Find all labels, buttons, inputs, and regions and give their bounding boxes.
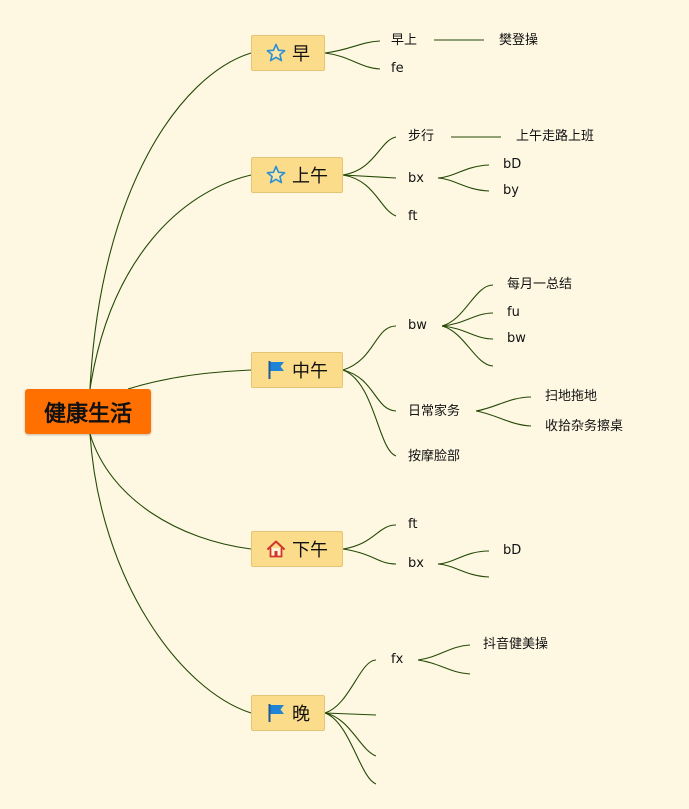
branch-label: 上午 [292,166,328,187]
flag-icon [266,360,286,380]
branch-label: 下午 [292,540,328,561]
connector-line [342,548,397,565]
connector-line [89,433,252,550]
branch-noon[interactable]: 中午 [251,352,343,388]
connector-line [342,524,397,550]
root-label: 健康生活 [43,401,132,427]
branch-label: 晚 [292,704,310,725]
topic-walk-to-work[interactable]: 上午走路上班 [516,129,595,144]
connector-line [324,712,377,785]
topic-buxing[interactable]: 步行 [408,129,435,144]
topic-sweep-mop[interactable]: 扫地拖地 [545,389,598,404]
topic-douyin-aerobics[interactable]: 抖音健美操 [483,637,549,652]
topic-monthly-summary[interactable]: 每月一总结 [507,277,573,292]
branch-label: 早 [292,44,310,65]
topic-face-massage[interactable]: 按摩脸部 [408,449,461,464]
star-icon [266,165,286,185]
connector-line [342,369,397,412]
branch-forenoon[interactable]: 上午 [251,157,343,193]
topic-ft[interactable]: ft [408,209,418,224]
connector-line [342,174,397,179]
topic-fe[interactable]: fe [391,61,404,76]
topic-zaoshang[interactable]: 早上 [391,33,418,48]
topic-bd[interactable]: bD [503,157,522,172]
topic-bw-sub[interactable]: bw [507,331,526,346]
topic-fu[interactable]: fu [507,305,520,320]
connector-line [324,712,377,757]
connector-line [324,40,381,54]
connector-line [417,659,471,675]
star-icon [266,43,286,63]
branch-label: 中午 [292,361,328,382]
connector-line [437,177,490,192]
topic-fx[interactable]: fx [391,652,404,667]
connector-line [475,396,532,412]
topic-by[interactable]: by [503,183,519,198]
connector-line [89,52,252,390]
topic-tidy-wipe[interactable]: 收拾杂务擦桌 [545,419,624,434]
topic-bd[interactable]: bD [503,543,522,558]
connector-line [437,164,490,179]
flag-icon [266,703,286,723]
branch-morning[interactable]: 早 [251,35,325,71]
topic-fandengcao[interactable]: 樊登操 [499,33,539,48]
topic-ft[interactable]: ft [408,517,418,532]
connector-line [441,312,494,327]
connector-line [342,174,397,217]
connector-line [127,369,252,390]
topic-bx[interactable]: bx [408,171,424,186]
connector-line [324,52,381,70]
connector-line [342,136,397,176]
connector-line [89,433,252,714]
connector-line [437,563,490,578]
topic-bx[interactable]: bx [408,556,424,571]
house-icon [266,539,286,559]
connector-line [324,712,377,716]
connector-line [441,284,494,327]
connector-line [342,325,397,371]
root-node[interactable]: 健康生活 [25,389,151,434]
connector-line [89,174,252,390]
connector-line [441,325,494,367]
connector-line [417,644,471,661]
connector-line [324,659,377,714]
connector-line [437,550,490,565]
connector-line [441,325,494,340]
topic-bw[interactable]: bw [408,318,427,333]
connector-line [475,410,532,427]
branch-afternoon[interactable]: 下午 [251,531,343,567]
topic-housework[interactable]: 日常家务 [408,404,461,419]
connector-line [342,369,397,457]
branch-evening[interactable]: 晚 [251,695,325,731]
